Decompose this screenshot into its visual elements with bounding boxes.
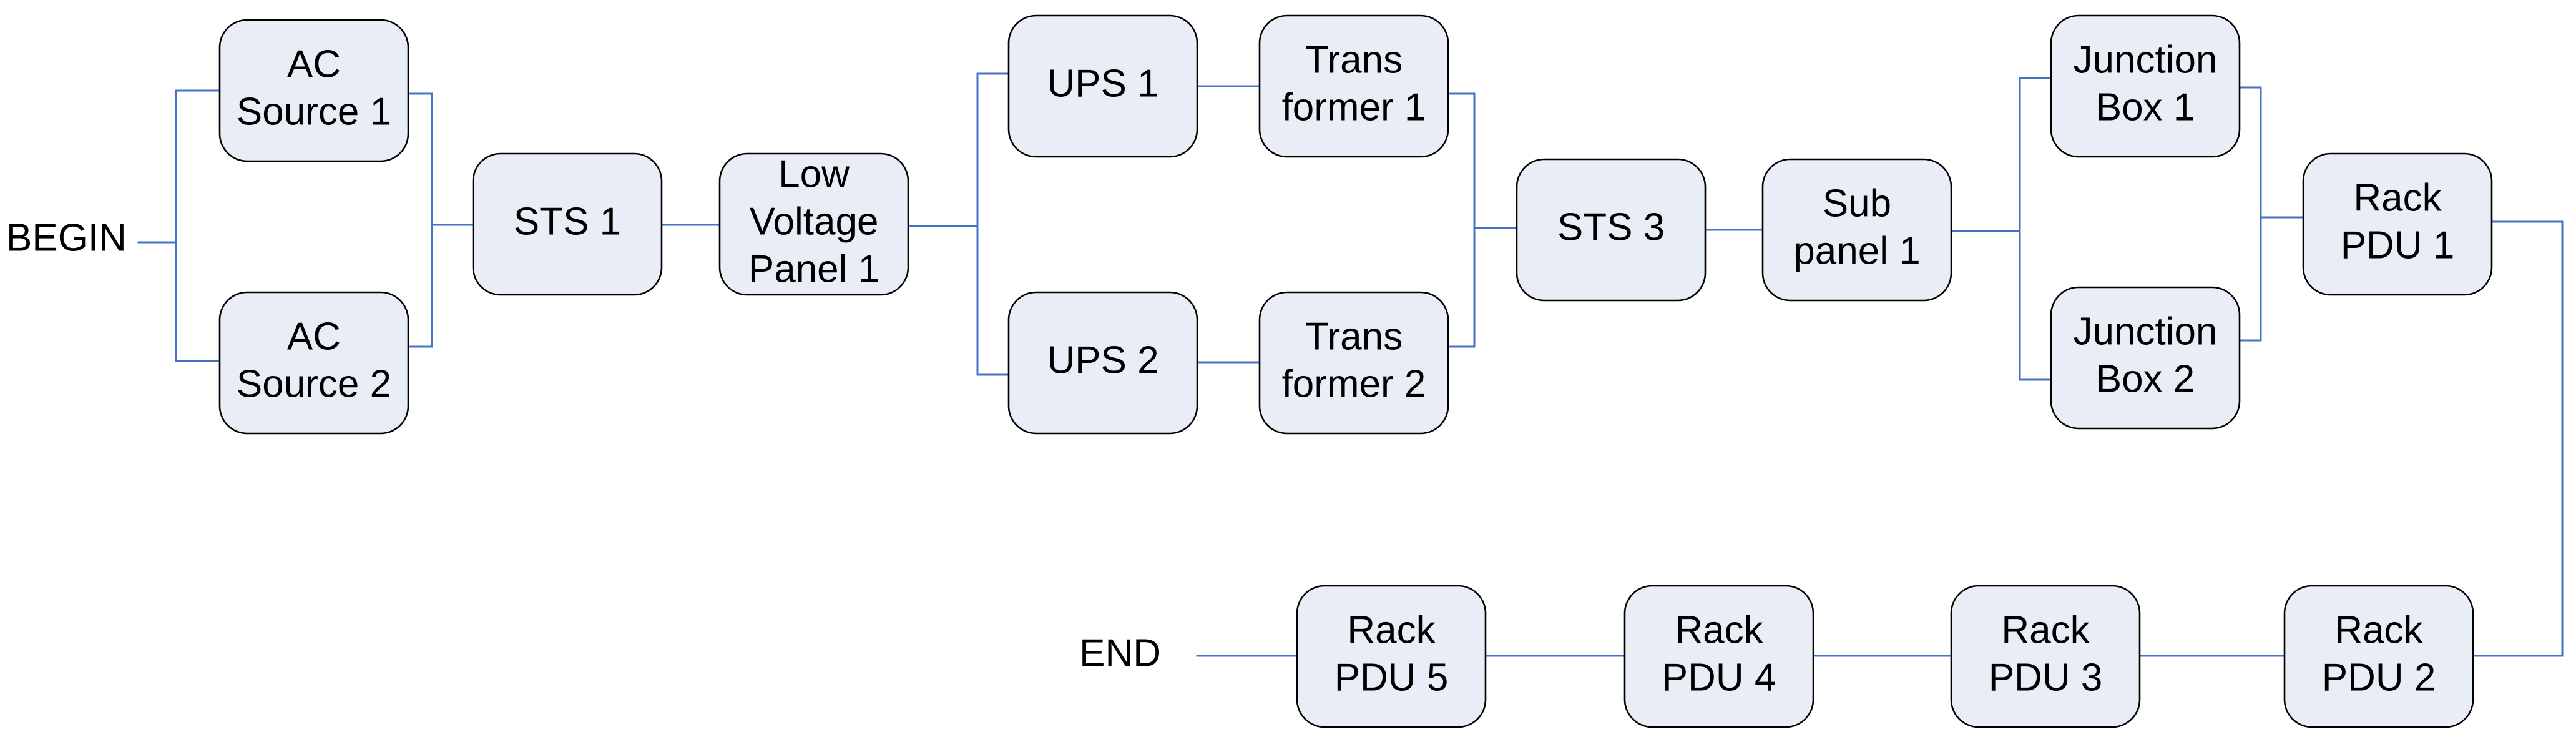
node-label-sub-panel-1-line-2: panel 1 xyxy=(1793,229,1920,272)
end-label: END xyxy=(1079,631,1161,675)
node-box-rack-pdu-4 xyxy=(1623,585,1814,728)
node-box-ac-source-2 xyxy=(218,291,409,435)
connector-lines xyxy=(137,72,2564,657)
node-transformer-1: Trans former 1 xyxy=(1258,14,1449,158)
node-label-transformer-1-line-1: Trans xyxy=(1305,38,1403,81)
node-box-rack-pdu-1 xyxy=(2302,152,2493,296)
node-label-junction-box-2-line-2: Box 2 xyxy=(2096,357,2195,400)
node-ups-1: UPS 1 xyxy=(1007,14,1198,158)
node-label-ac-source-1-line-2: Source 1 xyxy=(237,90,391,133)
node-box-transformer-2 xyxy=(1258,291,1449,435)
node-label-ac-source-2-line-2: Source 2 xyxy=(237,362,391,405)
node-box-ups-2 xyxy=(1007,291,1198,435)
node-box-sts-3 xyxy=(1516,158,1707,302)
node-box-rack-pdu-2 xyxy=(2283,585,2474,728)
connector-rack-pdu-1-to-rack-pdu-2 xyxy=(2472,220,2564,657)
node-label-transformer-1-line-2: former 1 xyxy=(1282,86,1426,129)
node-label-sts-1-line-1: STS 1 xyxy=(514,200,621,243)
node-label-low-voltage-panel-1-line-1: Low xyxy=(778,152,850,195)
node-sts-3: STS 3 xyxy=(1516,158,1707,302)
node-box-ac-source-1 xyxy=(218,19,409,162)
node-sts-1: STS 1 xyxy=(472,152,663,296)
node-label-rack-pdu-1-line-1: Rack xyxy=(2353,176,2442,219)
node-label-rack-pdu-2-line-1: Rack xyxy=(2334,608,2423,651)
node-box-junction-box-1 xyxy=(2050,14,2241,158)
node-label-rack-pdu-4-line-2: PDU 4 xyxy=(1662,656,1776,699)
node-box-transformer-1 xyxy=(1258,14,1449,158)
node-ups-2: UPS 2 xyxy=(1007,291,1198,435)
node-box-sub-panel-1 xyxy=(1761,158,1952,302)
node-label-rack-pdu-1-line-2: PDU 1 xyxy=(2341,224,2455,267)
node-box-low-voltage-panel-1 xyxy=(718,152,909,296)
node-label-junction-box-1-line-2: Box 1 xyxy=(2096,86,2195,129)
node-label-junction-box-1-line-1: Junction xyxy=(2074,38,2218,81)
begin-label: BEGIN xyxy=(6,216,127,259)
node-label-ac-source-1-line-1: AC xyxy=(287,42,341,86)
node-label-ac-source-2-line-1: AC xyxy=(287,315,341,358)
node-label-transformer-2-line-1: Trans xyxy=(1305,315,1403,358)
node-box-ups-1 xyxy=(1007,14,1198,158)
node-label-transformer-2-line-2: former 2 xyxy=(1282,362,1426,405)
node-label-ups-2-line-1: UPS 2 xyxy=(1047,339,1158,382)
node-label-low-voltage-panel-1-line-2: Voltage xyxy=(750,200,879,243)
node-label-junction-box-2-line-1: Junction xyxy=(2074,310,2218,353)
node-label-rack-pdu-4-line-1: Rack xyxy=(1675,608,1763,651)
node-box-sts-1 xyxy=(472,152,663,296)
node-label-low-voltage-panel-1-line-3: Panel 1 xyxy=(748,247,879,290)
node-label-rack-pdu-3-line-1: Rack xyxy=(2001,608,2090,651)
node-label-rack-pdu-5-line-2: PDU 5 xyxy=(1335,656,1449,699)
node-label-rack-pdu-5-line-1: Rack xyxy=(1347,608,1436,651)
node-label-rack-pdu-2-line-2: PDU 2 xyxy=(2322,656,2436,699)
node-label-rack-pdu-3-line-2: PDU 3 xyxy=(1989,656,2103,699)
node-label-sub-panel-1-line-1: Sub xyxy=(1823,182,1891,225)
node-label-ups-1-line-1: UPS 1 xyxy=(1047,62,1158,105)
node-box-rack-pdu-5 xyxy=(1296,585,1487,728)
node-label-sts-3-line-1: STS 3 xyxy=(1557,205,1665,249)
node-box-junction-box-2 xyxy=(2050,286,2241,430)
node-box-rack-pdu-3 xyxy=(1950,585,2141,728)
